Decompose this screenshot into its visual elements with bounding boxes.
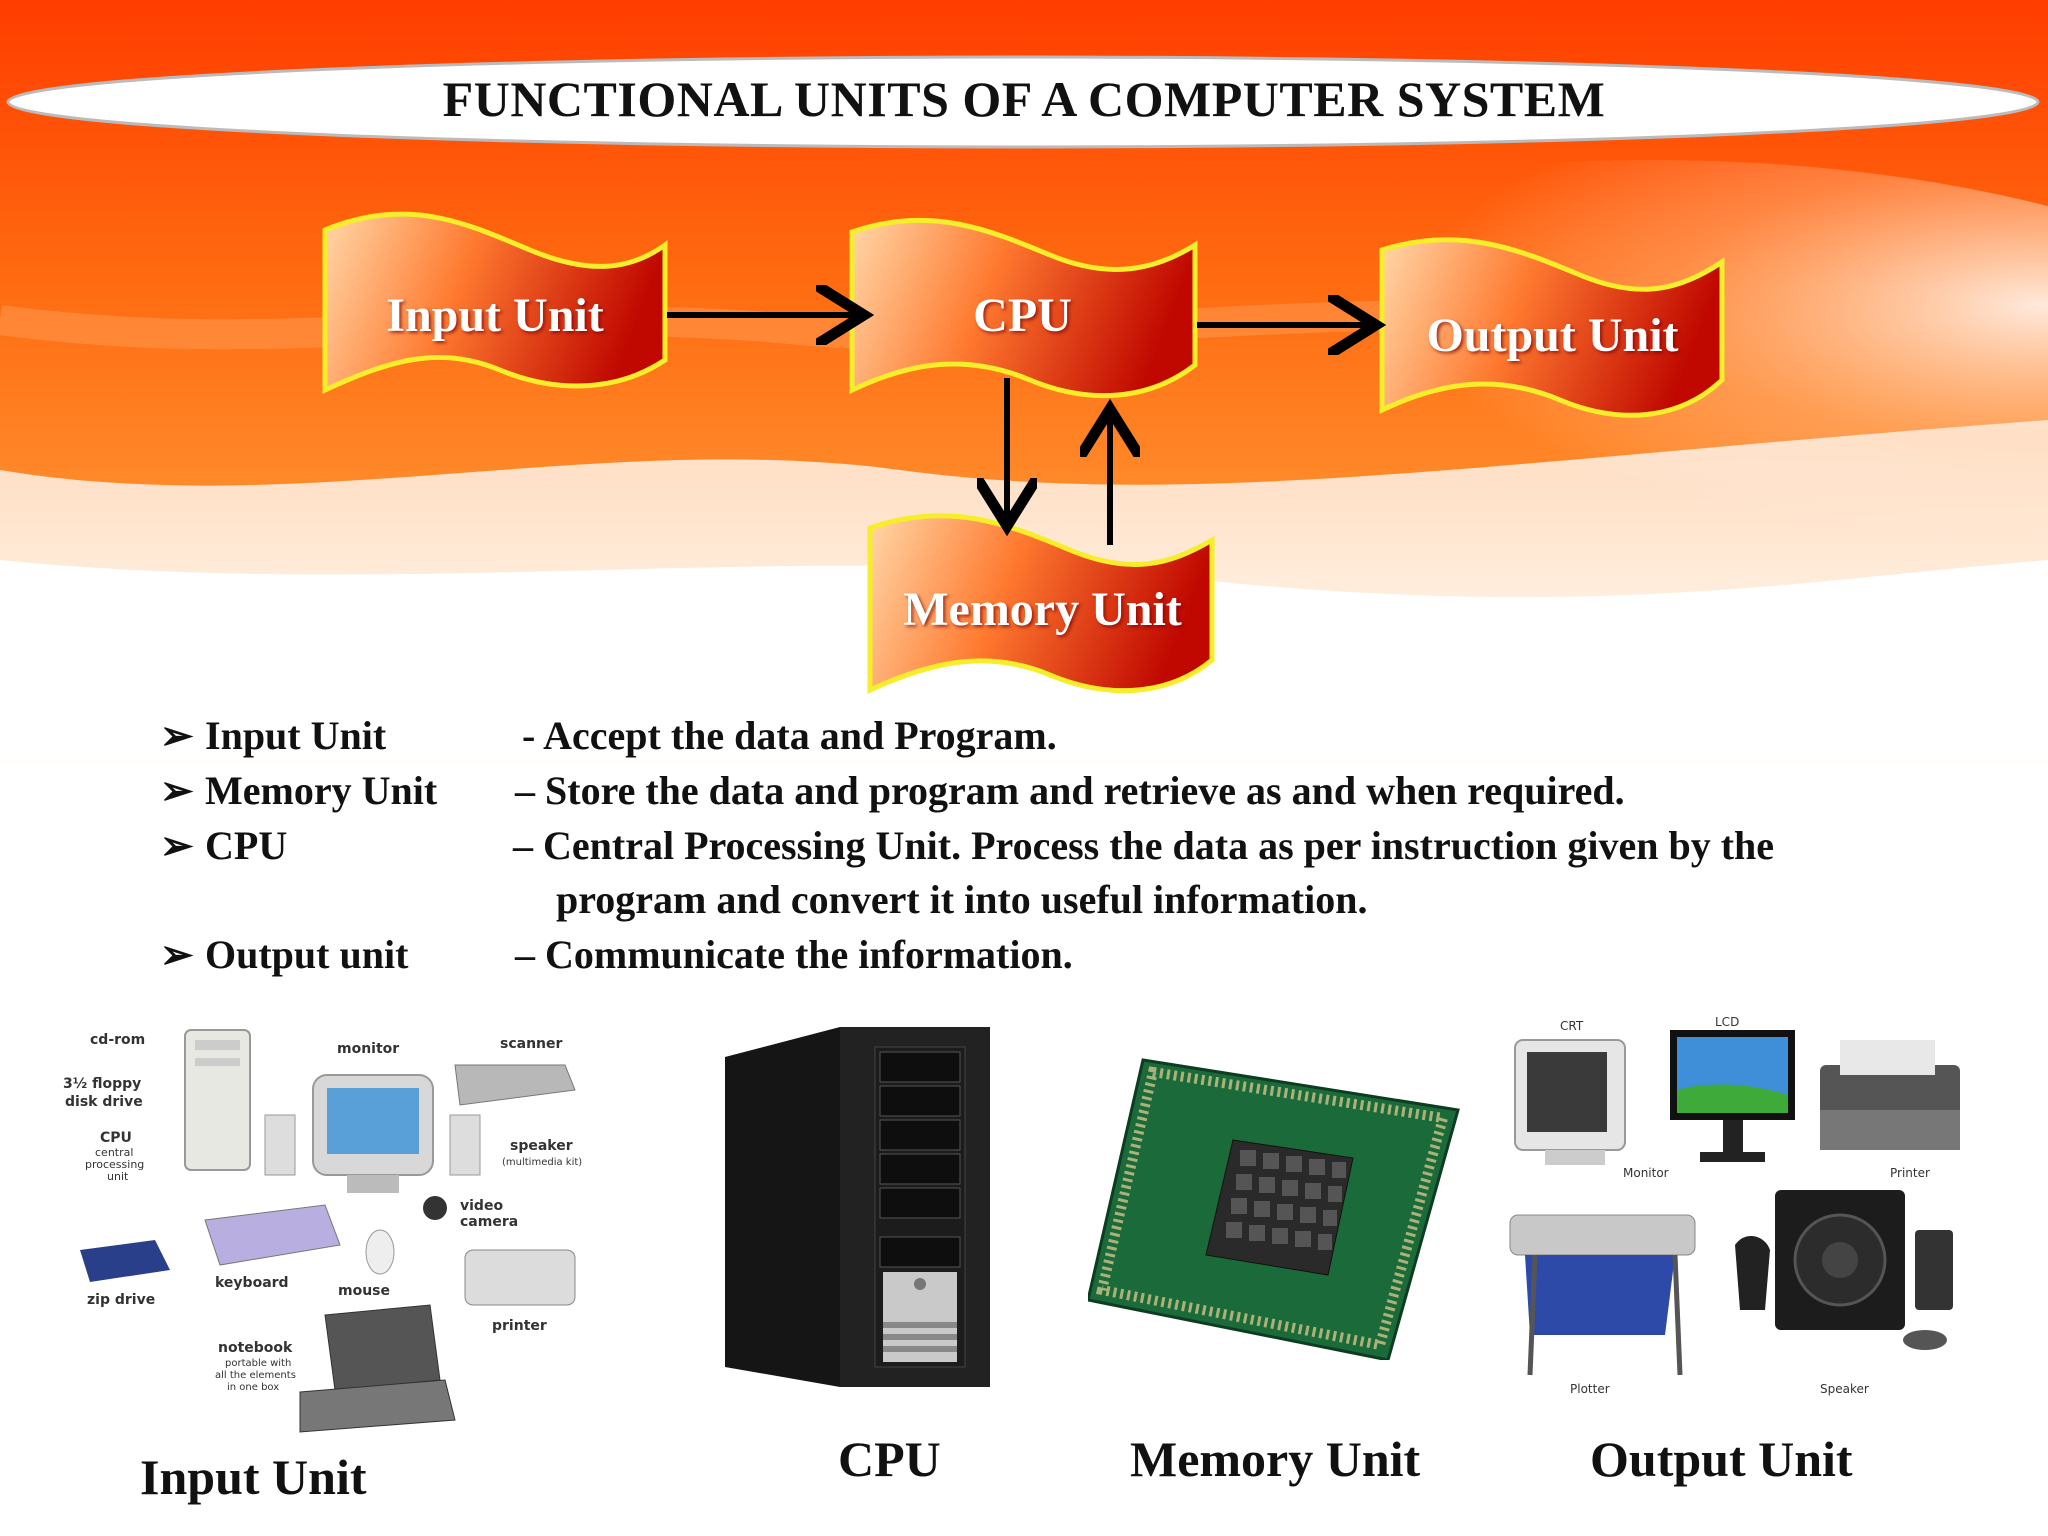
bullet-arrow-icon: ➢	[160, 768, 194, 813]
caption-input-unit: Input Unit	[140, 1449, 367, 1505]
label-lcd: LCD	[1715, 1015, 1739, 1029]
node-input-unit: Input Unit	[386, 289, 604, 342]
label-monitor: monitor	[337, 1041, 399, 1057]
label-cpu: CPU	[100, 1130, 132, 1146]
cpu-shape	[849, 217, 1198, 399]
input-devices-image: cd-rom monitor scanner 3½ floppy disk dr…	[55, 1020, 615, 1450]
desc-term: CPU	[205, 823, 288, 868]
label-video: video	[460, 1198, 503, 1214]
label-mouse: mouse	[338, 1283, 390, 1299]
bullet-arrow-icon: ➢	[160, 823, 194, 868]
desc-definition: – Central Processing Unit. Process the d…	[513, 823, 1775, 868]
label-crt: CRT	[1560, 1019, 1584, 1033]
desc-definition-continuation: program and convert it into useful infor…	[556, 877, 1368, 922]
label-notebook-3: all the elements	[215, 1370, 296, 1381]
desc-term: Output unit	[205, 932, 409, 977]
node-output-unit: Output Unit	[1426, 309, 1679, 362]
title-oval	[6, 55, 2040, 149]
bullet-arrow-icon: ➢	[160, 932, 194, 977]
node-cpu: CPU	[973, 289, 1072, 342]
caption-cpu: CPU	[838, 1431, 941, 1487]
cpu-tower-image	[720, 1022, 1010, 1392]
label-floppy-2: disk drive	[65, 1094, 143, 1110]
label-printer: Printer	[1890, 1166, 1930, 1180]
processor-chip-image	[1088, 1040, 1466, 1360]
desc-definition: - Accept the data and Program.	[522, 713, 1057, 758]
desc-term: Input Unit	[205, 713, 387, 758]
label-printer: printer	[492, 1318, 547, 1334]
label-speaker: speaker	[510, 1138, 573, 1154]
label-cpu-4: unit	[107, 1170, 129, 1183]
desc-term: Memory Unit	[205, 768, 438, 813]
label-scanner: scanner	[500, 1036, 563, 1052]
input-unit-shape	[322, 211, 668, 394]
label-notebook-2: portable with	[225, 1358, 291, 1369]
label-speaker: Speaker	[1820, 1382, 1869, 1396]
desc-definition: – Store the data and program and retriev…	[515, 768, 1625, 813]
node-memory-unit: Memory Unit	[903, 583, 1182, 636]
page-title: FUNCTIONAL UNITS OF A COMPUTER SYSTEM	[442, 71, 1606, 127]
label-notebook-4: in one box	[227, 1382, 279, 1393]
label-speaker-2: (multimedia kit)	[502, 1157, 582, 1168]
label-cdrom: cd-rom	[90, 1032, 145, 1048]
label-plotter: Plotter	[1570, 1382, 1610, 1396]
label-floppy: 3½ floppy	[63, 1076, 141, 1092]
label-zip-drive: zip drive	[87, 1292, 155, 1308]
label-video-2: camera	[460, 1214, 518, 1230]
bullet-arrow-icon: ➢	[160, 713, 194, 758]
label-keyboard: keyboard	[215, 1275, 289, 1291]
label-monitor: Monitor	[1623, 1166, 1669, 1180]
caption-output-unit: Output Unit	[1590, 1431, 1853, 1487]
caption-memory-unit: Memory Unit	[1130, 1431, 1421, 1487]
output-unit-shape	[1379, 237, 1725, 418]
label-cpu-2: central	[95, 1146, 133, 1159]
label-notebook: notebook	[218, 1340, 293, 1356]
label-cpu-3: processing	[85, 1158, 144, 1171]
output-devices-image: CRT LCD Monitor Printer Plotter Speaker	[1505, 1010, 1975, 1405]
desc-definition: – Communicate the information.	[515, 932, 1073, 977]
block-diagram	[322, 211, 1725, 694]
